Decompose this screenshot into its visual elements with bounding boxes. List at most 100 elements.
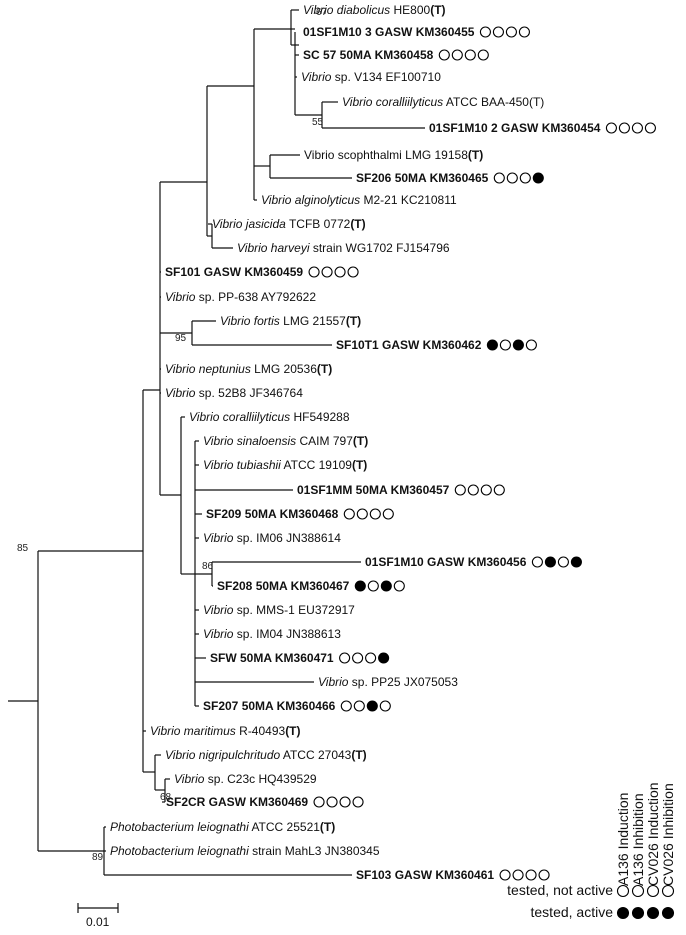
inactive-marker xyxy=(477,49,489,61)
legend-column-label: CV026 Inhibition xyxy=(660,783,676,886)
inactive-marker xyxy=(347,266,359,278)
active-marker xyxy=(544,556,556,568)
leaf-label-part: sp. PP-638 AY792622 xyxy=(195,290,316,304)
inactive-marker xyxy=(464,49,476,61)
leaf-label: Photobacterium leiognathi ATCC 25521(T) xyxy=(110,820,335,834)
legend: A136 Induction A136 Inhibition CV026 Ind… xyxy=(507,782,676,920)
activity-markers xyxy=(308,26,656,881)
inactive-marker xyxy=(340,700,352,712)
leaf-label-part: Vibrio xyxy=(174,772,205,786)
inactive-marker xyxy=(393,580,405,592)
legend-active-marker xyxy=(646,906,660,920)
leaf-label-part: (T) xyxy=(346,314,361,328)
inactive-marker xyxy=(479,26,491,38)
leaf-label: 01SF1M10 3 GASW KM360455 xyxy=(303,25,475,39)
leaf-label-part: sp. MMS-1 EU372917 xyxy=(233,603,355,617)
inactive-marker xyxy=(438,49,450,61)
leaf-label: SF207 50MA KM360466 xyxy=(203,699,336,713)
tree-branches xyxy=(8,9,425,876)
inactive-marker xyxy=(382,508,394,520)
legend-markers xyxy=(616,884,675,920)
leaf-label-part: Photobacterium leiognathi xyxy=(110,820,249,834)
inactive-marker xyxy=(605,122,617,134)
leaf-label: SFW 50MA KM360471 xyxy=(210,651,334,665)
leaf-label-part: Vibrio coralliilyticus xyxy=(342,95,443,109)
inactive-marker xyxy=(492,26,504,38)
inactive-marker xyxy=(480,484,492,496)
inactive-marker xyxy=(467,484,479,496)
inactive-marker xyxy=(365,652,377,664)
leaf-label-part: LMG 20536 xyxy=(251,362,317,376)
leaf-label-part: SF2CR GASW KM360469 xyxy=(166,795,308,809)
legend-active-marker xyxy=(631,906,645,920)
inactive-marker xyxy=(519,172,531,184)
leaf-label-part: Vibrio jasicida xyxy=(212,217,286,231)
leaf-label: Vibrio harveyi strain WG1702 FJ154796 xyxy=(237,241,450,255)
leaf-label-part: strain MahL3 JN380345 xyxy=(249,844,380,858)
leaf-label: Vibrio sp. C23c HQ439529 xyxy=(174,772,317,786)
inactive-marker xyxy=(352,796,364,808)
leaf-label: Vibrio diabolicus HE800(T) xyxy=(303,3,446,17)
leaf-label-part: Photobacterium leiognathi xyxy=(110,844,249,858)
leaf-label: Vibrio sp. 52B8 JF346764 xyxy=(165,386,303,400)
inactive-marker xyxy=(343,508,355,520)
leaf-label-part: sp. V134 EF100710 xyxy=(331,70,441,84)
leaf-label-part: (T) xyxy=(352,458,367,472)
leaf-label: SF10T1 GASW KM360462 xyxy=(336,338,482,352)
bootstrap-value: 89 xyxy=(92,852,104,863)
leaf-label: 01SF1M10 2 GASW KM360454 xyxy=(429,121,601,135)
leaf-label-part: 01SF1M10 3 GASW KM360455 xyxy=(303,25,475,39)
inactive-marker xyxy=(339,796,351,808)
leaf-label-part: Vibrio tubiashii xyxy=(203,458,281,472)
inactive-marker xyxy=(505,26,517,38)
leaf-label-part: 01SF1M10 GASW KM360456 xyxy=(365,555,527,569)
leaf-label-part: (T) xyxy=(353,434,368,448)
leaf-label-part: M2-21 KC210811 xyxy=(360,193,457,207)
inactive-marker xyxy=(334,266,346,278)
leaf-label: 01SF1MM 50MA KM360457 xyxy=(297,483,450,497)
leaf-label: SF209 50MA KM360468 xyxy=(206,507,339,521)
leaf-label-part: SF103 GASW KM360461 xyxy=(356,868,494,882)
leaf-label-part: SF101 GASW KM360459 xyxy=(165,265,303,279)
leaf-label-part: Vibrio xyxy=(318,675,349,689)
inactive-marker xyxy=(506,172,518,184)
inactive-marker xyxy=(493,484,505,496)
leaf-label: SF2CR GASW KM360469 xyxy=(166,795,308,809)
leaf-label: Vibrio scophthalmi LMG 19158(T) xyxy=(304,148,483,162)
leaf-label-part: HE800 xyxy=(390,3,430,17)
active-marker xyxy=(486,339,498,351)
active-marker xyxy=(532,172,544,184)
leaf-label-part: ATCC 25521 xyxy=(249,820,320,834)
leaf-label: Vibrio tubiashii ATCC 19109(T) xyxy=(203,458,367,472)
legend-active-marker xyxy=(661,906,675,920)
inactive-marker xyxy=(618,122,630,134)
legend-row-label: tested, active xyxy=(531,904,614,920)
inactive-marker xyxy=(525,869,537,881)
inactive-marker xyxy=(356,508,368,520)
active-marker xyxy=(378,652,390,664)
leaf-label: Vibrio sp. IM04 JN388613 xyxy=(203,627,341,641)
leaf-label: SF208 50MA KM360467 xyxy=(217,579,350,593)
leaf-label-part: (T) xyxy=(351,748,366,762)
inactive-marker xyxy=(493,172,505,184)
inactive-marker xyxy=(454,484,466,496)
leaf-label-part: sp. IM04 JN388613 xyxy=(233,627,341,641)
legend-column-label: CV026 Induction xyxy=(645,782,661,886)
inactive-marker xyxy=(339,652,351,664)
bootstrap-value: 55 xyxy=(312,117,324,128)
leaf-label: Vibrio sp. V134 EF100710 xyxy=(301,70,441,84)
leaf-label-part: Vibrio neptunius xyxy=(165,362,251,376)
leaf-label-part: (T) xyxy=(317,362,332,376)
leaf-label: Vibrio sinaloensis CAIM 797(T) xyxy=(203,434,368,448)
leaf-label: Vibrio alginolyticus M2-21 KC210811 xyxy=(261,193,457,207)
bootstrap-value: 95 xyxy=(175,333,187,344)
inactive-marker xyxy=(353,700,365,712)
bootstrap-value: 67 xyxy=(316,7,328,18)
scale-bar: 0.01 xyxy=(77,903,119,929)
leaf-label: Vibrio coralliilyticus HF549288 xyxy=(189,410,350,424)
inactive-marker xyxy=(379,700,391,712)
leaf-label-part: Vibrio xyxy=(165,290,196,304)
inactive-marker xyxy=(321,266,333,278)
leaf-label-part: Vibrio xyxy=(203,627,234,641)
